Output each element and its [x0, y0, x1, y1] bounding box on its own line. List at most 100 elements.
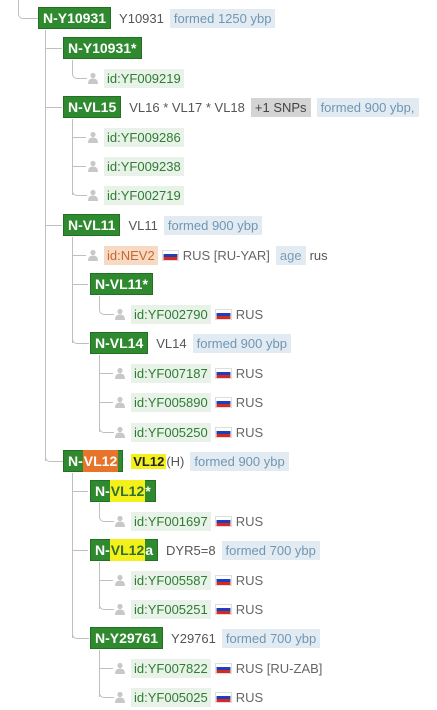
- russia-flag-icon: [161, 249, 179, 261]
- kit-link[interactable]: id:YF005025: [131, 687, 211, 707]
- snp-label: DYR5=8: [166, 542, 216, 558]
- sample-row: id:YF005890 RUS: [114, 391, 263, 413]
- tree-connector: [99, 296, 114, 315]
- kit-link[interactable]: id:YF007822: [131, 658, 211, 678]
- haplogroup-node[interactable]: N-VL15: [63, 96, 122, 118]
- person-icon: [88, 72, 98, 84]
- kit-link[interactable]: id:YF009219: [104, 68, 184, 88]
- tree-connector: [45, 30, 46, 461]
- country-label: RUS [RU-YAR]: [182, 247, 270, 263]
- haplogroup-node[interactable]: N-VL11: [63, 214, 121, 236]
- kit-link[interactable]: id:YF002790: [131, 304, 211, 324]
- tree-connector: [72, 325, 89, 344]
- snp-count-badge[interactable]: +1 SNPs: [250, 97, 311, 117]
- person-icon: [115, 515, 125, 527]
- node-prefix: N-: [68, 453, 83, 469]
- sample-row: id:YF002719: [87, 184, 184, 206]
- formed-badge: formed 900 ybp,: [316, 97, 419, 117]
- sample-row: id:YF005587 RUS: [114, 569, 263, 591]
- haplogroup-node[interactable]: N-VL14: [90, 332, 149, 354]
- kit-link[interactable]: id:YF005250: [131, 422, 211, 442]
- tree-connector: [72, 119, 73, 195]
- kit-link[interactable]: id:YF002719: [104, 185, 184, 205]
- tree-row: N-VL11 VL11 formed 900 ybp: [63, 214, 263, 236]
- tree-connector: [72, 178, 87, 196]
- tree-connector: [45, 107, 62, 108]
- haplogroup-node[interactable]: N-VL11*: [90, 273, 153, 295]
- tree-row: N-VL12*: [90, 480, 156, 502]
- haplogroup-node[interactable]: N-Y29761: [90, 627, 164, 649]
- tree-connector: [99, 402, 113, 403]
- haplogroup-node[interactable]: N-Y10931: [38, 7, 112, 29]
- russia-flag-icon: [214, 574, 232, 586]
- tree-connector: [99, 679, 114, 698]
- kit-link[interactable]: id:YF007187: [131, 363, 211, 383]
- kit-link[interactable]: id:YF005890: [131, 392, 211, 412]
- formed-badge: formed 700 ybp: [221, 540, 320, 560]
- tree-connector: [72, 166, 86, 167]
- snp-label: Y10931: [119, 10, 164, 26]
- person-icon: [115, 308, 125, 320]
- tree-row: N-VL15 VL16 * VL17 * VL18 +1 SNPs formed…: [63, 96, 419, 118]
- tree-connector: [99, 503, 114, 522]
- sample-row: id:YF007822 RUS [RU-ZAB]: [114, 657, 322, 679]
- person-icon: [115, 691, 125, 703]
- tree-row: N-VL12 VL12(H) formed 900 ybp: [63, 450, 289, 472]
- russia-flag-icon: [214, 396, 232, 408]
- person-icon: [88, 131, 98, 143]
- snp-suffix: (H): [166, 453, 185, 469]
- person-icon: [115, 426, 125, 438]
- tree-connector: [72, 284, 88, 285]
- tree-connector: [72, 255, 86, 256]
- russia-flag-icon: [214, 603, 232, 615]
- sample-row: id:YF005250 RUS: [114, 421, 263, 443]
- sample-row: id:YF005025 RUS: [114, 686, 263, 708]
- kit-link[interactable]: id:YF005251: [131, 599, 211, 619]
- formed-badge: formed 900 ybp: [163, 215, 263, 235]
- snp-label: Y29761: [171, 630, 216, 646]
- tree-row: N-VL14 VL14 formed 900 ybp: [90, 332, 291, 354]
- tree-connector: [72, 491, 88, 492]
- tree-row: N-Y10931 Y10931 formed 1250 ybp: [38, 7, 276, 29]
- russia-flag-icon: [214, 308, 232, 320]
- node-suffix: a: [145, 542, 154, 558]
- tree-row: N-VL11*: [90, 273, 153, 295]
- tree-connector: [99, 650, 100, 697]
- sample-row: id:YF009219: [87, 67, 184, 89]
- tree-connector: [72, 60, 87, 79]
- tree-connector: [99, 562, 100, 609]
- ancient-kit-link[interactable]: id:NEV2: [104, 245, 158, 265]
- person-icon: [115, 396, 125, 408]
- tree-connector: [99, 414, 114, 433]
- sample-row: id:YF009286: [87, 126, 184, 148]
- person-icon: [88, 160, 98, 172]
- country-label: RUS: [235, 689, 264, 705]
- kit-link[interactable]: id:YF005587: [131, 570, 211, 590]
- haplogroup-node[interactable]: N-VL12*: [90, 480, 156, 502]
- tree-connector: [99, 373, 113, 374]
- kit-link[interactable]: id:YF009286: [104, 127, 184, 147]
- country-label: RUS: [235, 365, 264, 381]
- matched-snp-label: VL12: [131, 453, 167, 469]
- tree-connector: [99, 580, 113, 581]
- age-badge: age: [275, 245, 306, 265]
- tree-connector: [72, 550, 88, 551]
- country-label: RUS: [235, 394, 264, 410]
- tree-row: N-Y10931*: [63, 37, 142, 59]
- tree-connector: [72, 237, 73, 343]
- kit-link[interactable]: id:YF001697: [131, 511, 211, 531]
- haplogroup-node[interactable]: N-VL12: [63, 450, 124, 472]
- snp-label: VL14: [156, 335, 187, 351]
- russia-flag-icon: [214, 691, 232, 703]
- node-suffix: *: [145, 483, 151, 499]
- sample-row: id:YF007187 RUS: [114, 362, 263, 384]
- kit-link[interactable]: id:YF009238: [104, 156, 184, 176]
- sample-row: id:YF001697 RUS: [114, 510, 263, 532]
- formed-badge: formed 900 ybp: [190, 451, 289, 471]
- tree-connector: [72, 620, 89, 639]
- haplogroup-node[interactable]: N-Y10931*: [63, 37, 142, 59]
- formed-badge: formed 1250 ybp: [169, 8, 276, 28]
- formed-badge: formed 700 ybp: [221, 628, 321, 648]
